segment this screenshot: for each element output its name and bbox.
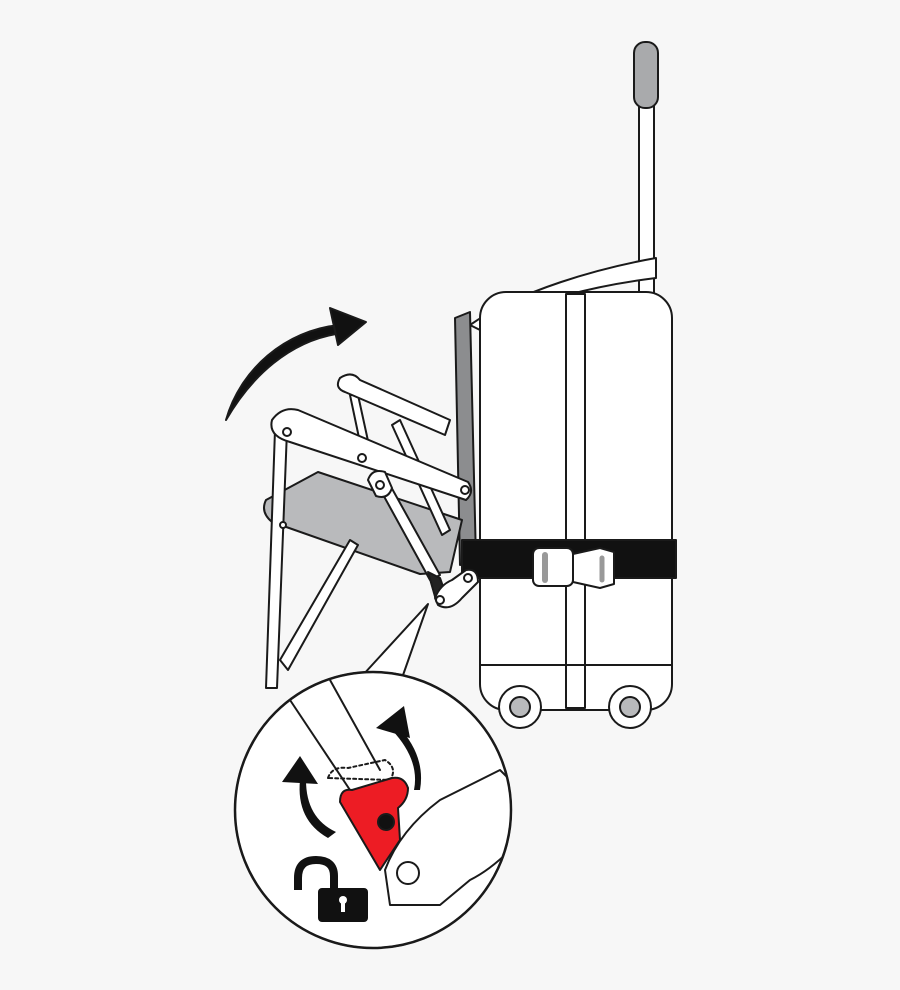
release-arrow-icon bbox=[282, 706, 422, 838]
chair-frame bbox=[265, 373, 479, 689]
latch-ghost-outline bbox=[327, 759, 395, 781]
curved-arrow-icon bbox=[225, 307, 367, 421]
wheel-left bbox=[498, 685, 542, 729]
buckle-male bbox=[572, 547, 615, 589]
unlock-icon bbox=[294, 856, 368, 922]
luggage-strap bbox=[461, 539, 677, 589]
release-latch bbox=[339, 776, 409, 871]
detail-magnifier bbox=[233, 670, 513, 950]
buckle-female bbox=[532, 547, 574, 587]
suitcase-handle bbox=[633, 41, 659, 301]
wheel-right bbox=[608, 685, 652, 729]
strap-line bbox=[289, 699, 351, 791]
callout-pointer bbox=[361, 603, 429, 679]
suitcase bbox=[479, 291, 673, 729]
